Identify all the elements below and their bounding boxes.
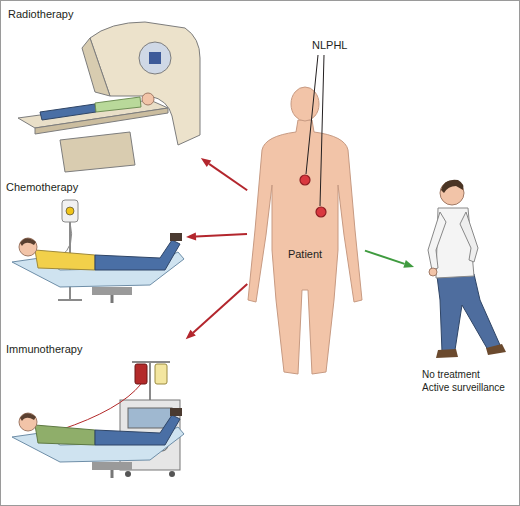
walking-man [428, 180, 506, 358]
chemo-chair [92, 287, 132, 295]
immuno-chair [95, 415, 180, 445]
treatment-panel: Chemotherapy [5, 178, 185, 305]
arrowhead [186, 232, 196, 240]
linac-machine [149, 52, 161, 64]
arrowhead [201, 158, 211, 167]
arrow-connector [209, 164, 247, 190]
chemo-chair [19, 238, 37, 256]
apheresis-machine [132, 361, 170, 363]
linac-machine [60, 132, 135, 172]
apheresis-machine [125, 471, 131, 477]
walking-man [460, 212, 478, 262]
walking-man [429, 268, 437, 276]
linac-machine [142, 93, 154, 105]
immuno-chair [170, 408, 182, 416]
node-text: Radiotherapy [8, 8, 73, 21]
patient-figure [291, 87, 319, 121]
arrow-connector [196, 234, 247, 237]
patient-figure [248, 87, 362, 374]
leader-line [320, 55, 324, 206]
walking-man [428, 212, 446, 270]
node-text: Patient [248, 248, 362, 261]
patient-figure-box: Patient [248, 85, 364, 377]
arrow-connector [193, 284, 247, 333]
immuno-chair [111, 470, 114, 478]
walking-man [436, 349, 458, 358]
leader-line [306, 55, 318, 174]
apheresis-machine [60, 384, 141, 430]
apheresis-machine [135, 364, 147, 384]
immuno-chair [12, 408, 184, 478]
chemo-chair [35, 250, 95, 270]
lesion-dot [316, 207, 326, 217]
immuno-chair [20, 413, 36, 421]
lesion-dot [300, 175, 326, 217]
immuno-chair [19, 413, 37, 431]
chemo-chair [66, 207, 74, 215]
chemo-chair [20, 238, 36, 246]
linac-machine [90, 22, 200, 145]
linac-machine [18, 22, 200, 172]
walking-man [437, 274, 500, 352]
walking-man [441, 180, 463, 193]
apheresis-machine [169, 471, 175, 477]
treatment-panel: Radiotherapy [5, 5, 200, 175]
linac-machine [139, 42, 171, 74]
node-text: Chemotherapy [6, 181, 78, 194]
immuno-chair [92, 462, 132, 470]
chemo-chair [111, 295, 114, 303]
chemo-chair [60, 222, 72, 256]
apheresis-machine [149, 362, 151, 400]
chemo-chair [95, 240, 180, 270]
surveillance-panel: No treatment Active surveillance [415, 170, 515, 398]
chemo-chair [62, 200, 78, 222]
linac-machine [95, 97, 141, 112]
linac-machine [40, 104, 96, 120]
linac-machine [82, 38, 110, 96]
walking-man [486, 344, 506, 355]
treatment-panel: Immunotherapy [5, 340, 185, 502]
leader-line [306, 55, 324, 206]
lesion-dot [300, 175, 310, 185]
patient-figure [248, 120, 362, 374]
chemo-chair [170, 233, 182, 241]
chemo-chair [12, 200, 184, 303]
lesion-label: NLPHL [312, 39, 347, 52]
node-text: No treatment Active surveillance [422, 368, 508, 394]
arrow-connector [365, 251, 405, 264]
apheresis-machine [155, 364, 167, 384]
node-text: Immunotherapy [6, 343, 82, 356]
immuno-chair [35, 425, 95, 445]
chemo-chair [58, 299, 82, 301]
arrowhead [403, 260, 414, 268]
